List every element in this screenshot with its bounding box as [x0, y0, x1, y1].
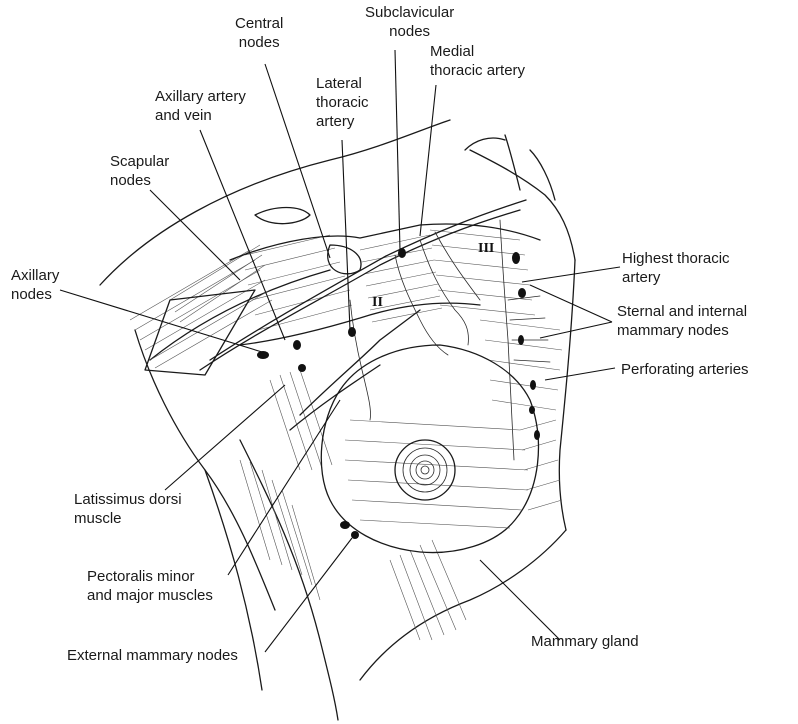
- label-scapular-nodes: Scapular nodes: [110, 152, 169, 190]
- label-central-nodes: Central nodes: [235, 14, 283, 52]
- level-2-numeral: II: [372, 295, 383, 310]
- label-external-mammary-nodes: External mammary nodes: [67, 646, 238, 665]
- label-lateral-thoracic-artery: Lateral thoracic artery: [316, 74, 369, 131]
- mammary-gland-drawing: [321, 345, 538, 553]
- label-medial-thoracic-artery: Medial thoracic artery: [430, 42, 525, 80]
- label-axillary-artery-vein: Axillary artery and vein: [155, 87, 246, 125]
- label-perforating-arteries: Perforating arteries: [621, 360, 749, 379]
- label-mammary-gland: Mammary gland: [531, 632, 639, 651]
- leader-lines: [60, 50, 620, 652]
- label-sternal-internal-mammary-nodes: Sternal and internal mammary nodes: [617, 302, 747, 340]
- label-latissimus-dorsi: Latissimus dorsi muscle: [74, 490, 182, 528]
- body-outline: [100, 120, 575, 720]
- label-axillary-nodes: Axillary nodes: [11, 266, 59, 304]
- label-subclavicular-nodes: Subclavicular nodes: [365, 3, 454, 41]
- label-highest-thoracic-artery: Highest thoracic artery: [622, 249, 730, 287]
- label-pectoralis-muscles: Pectoralis minor and major muscles: [87, 567, 213, 605]
- level-3-numeral: III: [478, 241, 494, 256]
